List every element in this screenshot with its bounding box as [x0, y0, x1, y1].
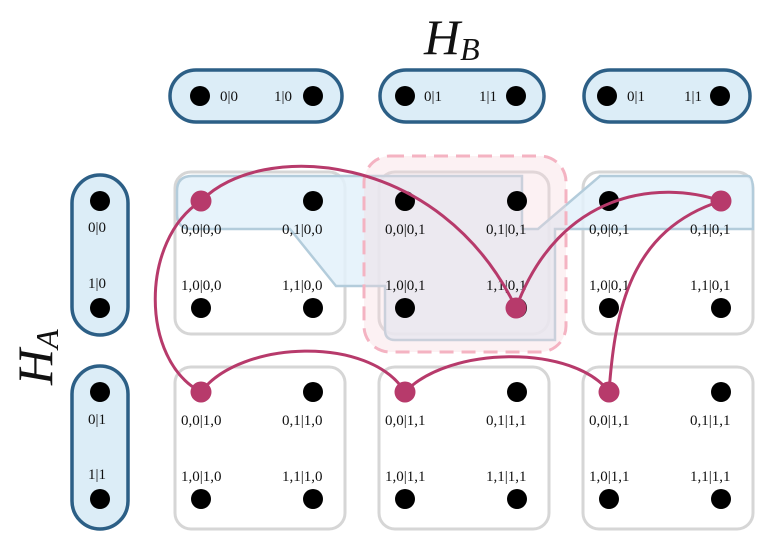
cell-1-label-11: 1,1|0,1 [486, 278, 527, 294]
top-pill-1-dot-right [506, 86, 526, 106]
cell-4-label-10: 1,0|1,1 [385, 469, 426, 485]
dot-c3-11 [303, 489, 323, 509]
top-pill-2: 0|1 1|1 [582, 68, 752, 124]
dot-c0-01 [303, 191, 323, 211]
node-c3-00 [190, 381, 212, 403]
top-pill-1: 0|1 1|1 [378, 68, 546, 124]
cell-box-3 [173, 365, 347, 531]
dot-c3-10 [191, 489, 211, 509]
top-pill-1-shape [378, 68, 546, 124]
top-pill-0-label-left: 0|0 [220, 89, 238, 105]
top-pill-2-dot-left [597, 86, 617, 106]
axis-label-hb-main: H [423, 9, 463, 65]
cell-5-label-00: 0,0|1,1 [589, 413, 630, 429]
curve-a-top-to-dashed [199, 164, 518, 309]
cell-0-label-11: 1,1|0,0 [282, 278, 323, 294]
cell-1-label-00: 0,0|0,1 [385, 222, 426, 238]
top-pill-1-label-left: 0|1 [424, 89, 442, 105]
cell-0-label-10: 1,0|0,0 [181, 278, 222, 294]
dot-c1-01 [507, 191, 527, 211]
left-pill-0-dot-bottom [90, 298, 110, 318]
cell-box-4 [377, 365, 551, 531]
dot-c5-10 [599, 489, 619, 509]
node-c4-00 [394, 381, 416, 403]
axis-label-ha: HA [7, 329, 65, 386]
curve-bottom-left [199, 349, 407, 393]
connection-curves [153, 164, 722, 394]
top-pill-0-shape [168, 68, 344, 124]
top-pill-0-label-right: 1|0 [274, 89, 292, 105]
curve-bottom-right [403, 355, 611, 394]
cell-4-label-11: 1,1|1,1 [486, 469, 527, 485]
dot-c0-11 [303, 298, 323, 318]
left-pill-0-label-bottom: 1|0 [88, 276, 106, 292]
node-c1-11 [505, 297, 527, 319]
top-pill-0-dot-right [303, 86, 323, 106]
axis-label-hb-sub: B [460, 31, 480, 67]
cell-0-label-00: 0,0|0,0 [181, 222, 222, 238]
left-pill-0-dot-top [90, 191, 110, 211]
top-pill-2-shape [582, 68, 752, 124]
cell-3-label-00: 0,0|1,0 [181, 413, 222, 429]
top-pill-1-label-right: 1|1 [479, 89, 497, 105]
node-c0-00 [190, 190, 212, 212]
top-pill-1-dot-left [395, 86, 415, 106]
dot-c3-01 [303, 382, 323, 402]
cell-1-label-01: 0,1|0,1 [486, 222, 527, 238]
node-c2-01 [710, 190, 732, 212]
axis-label-ha-sub: A [29, 329, 65, 351]
left-pill-0-shape [70, 173, 130, 337]
top-pill-2-dot-right [710, 86, 730, 106]
left-pill-1-label-top: 0|1 [88, 412, 106, 428]
cell-5-label-10: 1,0|1,1 [589, 469, 630, 485]
magenta-nodes [190, 190, 732, 403]
cell-1-label-10: 1,0|0,1 [385, 278, 426, 294]
dot-c4-01 [507, 382, 527, 402]
dot-c2-11 [711, 298, 731, 318]
left-pill-0: 0|0 1|0 [70, 173, 130, 337]
cell-3-label-10: 1,0|1,0 [181, 469, 222, 485]
dot-c0-10 [191, 298, 211, 318]
dot-c4-11 [507, 489, 527, 509]
dot-c4-10 [395, 489, 415, 509]
cell-2-label-10: 1,0|0,1 [589, 278, 630, 294]
left-pill-1-shape [70, 364, 130, 531]
cell-2-label-00: 0,0|0,1 [589, 222, 630, 238]
dot-c5-01 [711, 382, 731, 402]
curve-left-down [153, 199, 202, 394]
cell-labels: 0,0|0,0 0,1|0,0 1,0|0,0 1,1|0,0 0,0|0,1 … [181, 222, 731, 485]
left-pill-1: 0|1 1|1 [70, 364, 130, 531]
dot-c5-11 [711, 489, 731, 509]
top-pill-2-label-right: 1|1 [684, 89, 702, 105]
node-c5-00 [598, 381, 620, 403]
left-pill-1-label-bottom: 1|1 [88, 467, 106, 483]
cell-box-2 [581, 170, 755, 336]
left-pill-0-label-top: 0|0 [88, 220, 106, 236]
cell-3-label-01: 0,1|1,0 [282, 413, 323, 429]
cell-2-label-11: 1,1|0,1 [690, 278, 731, 294]
top-pill-0: 0|0 1|0 [168, 68, 344, 124]
cell-5-label-11: 1,1|1,1 [690, 469, 731, 485]
cell-2-label-01: 0,1|0,1 [690, 222, 731, 238]
left-pill-1-dot-bottom [90, 489, 110, 509]
curve-dashed-to-right [514, 190, 722, 309]
top-pill-0-dot-left [190, 86, 210, 106]
left-pill-1-dot-top [90, 382, 110, 402]
axis-label-ha-main: H [7, 346, 63, 386]
cell-3-label-11: 1,1|1,0 [282, 469, 323, 485]
cell-4-label-01: 0,1|1,1 [486, 413, 527, 429]
dot-c1-10 [395, 298, 415, 318]
highlight-band [175, 174, 755, 342]
top-pill-2-label-left: 0|1 [627, 89, 645, 105]
cell-box-5 [581, 365, 755, 531]
axis-label-hb: HB [423, 9, 480, 67]
cell-0-label-01: 0,1|0,0 [282, 222, 323, 238]
dot-c2-10 [599, 298, 619, 318]
cell-5-label-01: 0,1|1,1 [690, 413, 731, 429]
curve-right-down [607, 199, 722, 393]
cell-4-label-00: 0,0|1,1 [385, 413, 426, 429]
